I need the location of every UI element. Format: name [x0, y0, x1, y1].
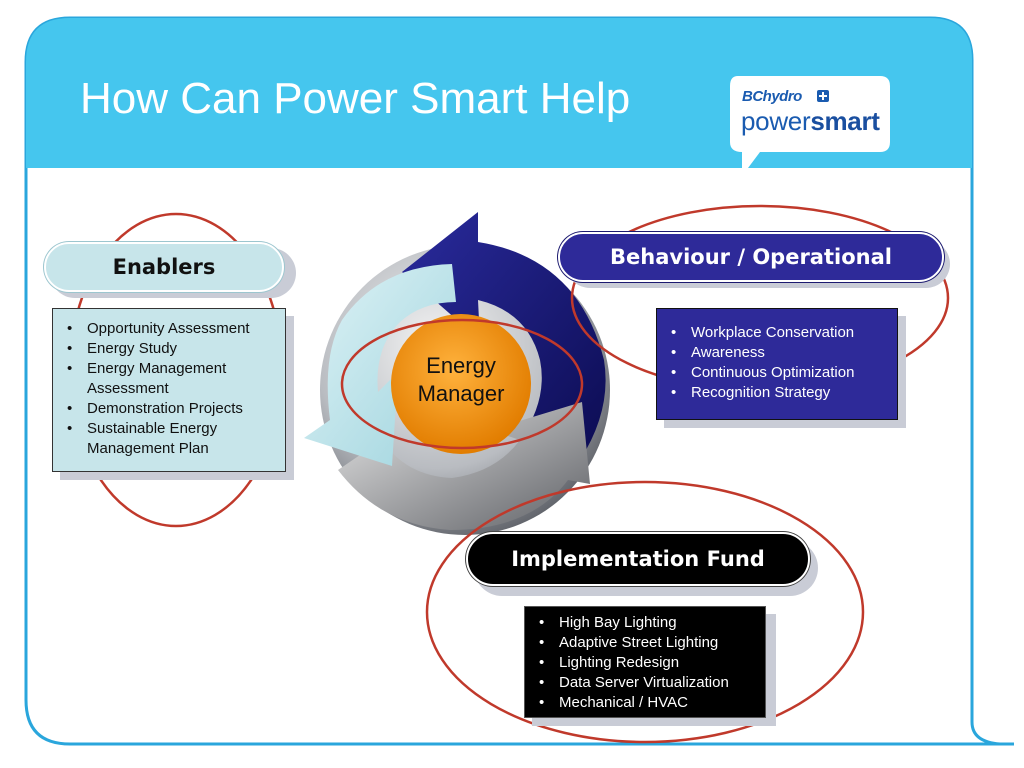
list-item: Energy Management Assessment	[67, 359, 279, 399]
energy-manager-circle	[391, 314, 531, 454]
list-item: Data Server Virtualization	[539, 673, 759, 693]
implementation-header-label: Implementation Fund	[511, 547, 765, 571]
list-item: Recognition Strategy	[671, 383, 891, 403]
enablers-header-label: Enablers	[112, 255, 216, 279]
list-item: Adaptive Street Lighting	[539, 633, 759, 653]
logo-bubble	[730, 76, 890, 176]
slide-title: How Can Power Smart Help	[80, 74, 631, 123]
teal-cycle-arrow	[304, 264, 456, 466]
list-item: Energy Study	[67, 339, 279, 359]
logo-power: power	[741, 106, 811, 136]
list-item: Opportunity Assessment	[67, 319, 279, 339]
powersmart-logo-text: powersmart	[741, 106, 880, 137]
bchydro-logo-text: BChydro	[742, 88, 802, 105]
energy-manager-line1: Energy	[426, 353, 496, 378]
list-item: Lighting Redesign	[539, 653, 759, 673]
implementation-list: High Bay Lighting Adaptive Street Lighti…	[524, 606, 766, 718]
behaviour-header-label: Behaviour / Operational	[610, 245, 892, 269]
behaviour-header: Behaviour / Operational	[558, 232, 944, 282]
list-item: High Bay Lighting	[539, 613, 759, 633]
list-item: Continuous Optimization	[671, 363, 891, 383]
energy-manager-highlight-ellipse	[340, 318, 584, 450]
list-item: Sustainable Energy Management Plan	[67, 419, 279, 459]
energy-manager-label: Energy Manager	[395, 352, 527, 408]
energy-manager-line2: Manager	[417, 381, 505, 406]
list-item: Mechanical / HVAC	[539, 693, 759, 713]
enablers-list: Opportunity Assessment Energy Study Ener…	[52, 308, 286, 472]
gray-cycle-arrow	[338, 402, 590, 530]
list-item: Workplace Conservation	[671, 323, 891, 343]
implementation-header: Implementation Fund	[466, 532, 810, 586]
logo-smart: smart	[810, 106, 880, 136]
list-item: Demonstration Projects	[67, 399, 279, 419]
enablers-header: Enablers	[44, 242, 284, 292]
behaviour-list: Workplace Conservation Awareness Continu…	[656, 308, 898, 420]
implementation-highlight-ellipse	[425, 480, 865, 744]
list-item: Awareness	[671, 343, 891, 363]
